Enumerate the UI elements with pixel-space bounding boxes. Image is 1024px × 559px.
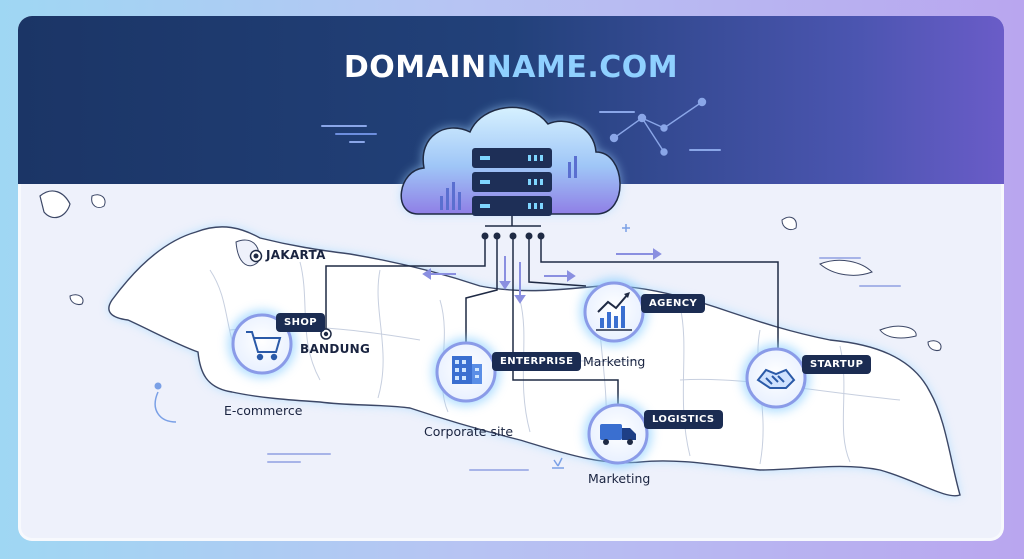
decorative-dashes <box>267 111 901 471</box>
handshake-icon <box>756 368 796 389</box>
bar-meter-icon <box>440 156 577 210</box>
tag-shop: SHOP <box>276 313 326 332</box>
bandung-pin-icon <box>320 328 332 340</box>
caption-logistics: Marketing <box>588 471 651 486</box>
connection-lines <box>325 236 779 406</box>
connection-ports <box>481 232 545 240</box>
shopping-cart-icon <box>246 331 282 361</box>
caption-shop: E-commerce <box>224 403 303 418</box>
node-agency <box>580 278 648 346</box>
brand-title-part1: DOMAIN <box>343 50 487 85</box>
growth-chart-icon <box>596 292 632 331</box>
caption-agency: Marketing <box>583 354 646 369</box>
server-rack-icon <box>472 148 552 227</box>
node-startup <box>742 344 810 412</box>
tag-logistics: LOGISTICS <box>644 410 723 429</box>
tag-enterprise: ENTERPRISE <box>492 352 582 371</box>
city-label-bandung: BANDUNG <box>300 342 371 356</box>
jakarta-pin-icon <box>249 249 263 263</box>
office-building-icon <box>452 356 482 384</box>
cloud-server <box>400 106 621 227</box>
node-enterprise <box>432 338 500 406</box>
brand-title-part2: NAME.COM <box>486 50 679 85</box>
network-graph-icon <box>609 97 707 156</box>
tag-startup: STARTUP <box>802 355 872 374</box>
caption-enterprise: Corporate site <box>424 424 514 439</box>
city-label-jakarta: JAKARTA <box>266 248 326 262</box>
brand-title: DOMAINNAME.COM <box>18 50 1004 85</box>
node-logistics <box>584 400 652 468</box>
decorative-marks <box>154 224 630 469</box>
delivery-truck-icon <box>600 424 636 445</box>
tag-agency: AGENCY <box>641 294 706 313</box>
flow-arrows <box>422 248 662 304</box>
